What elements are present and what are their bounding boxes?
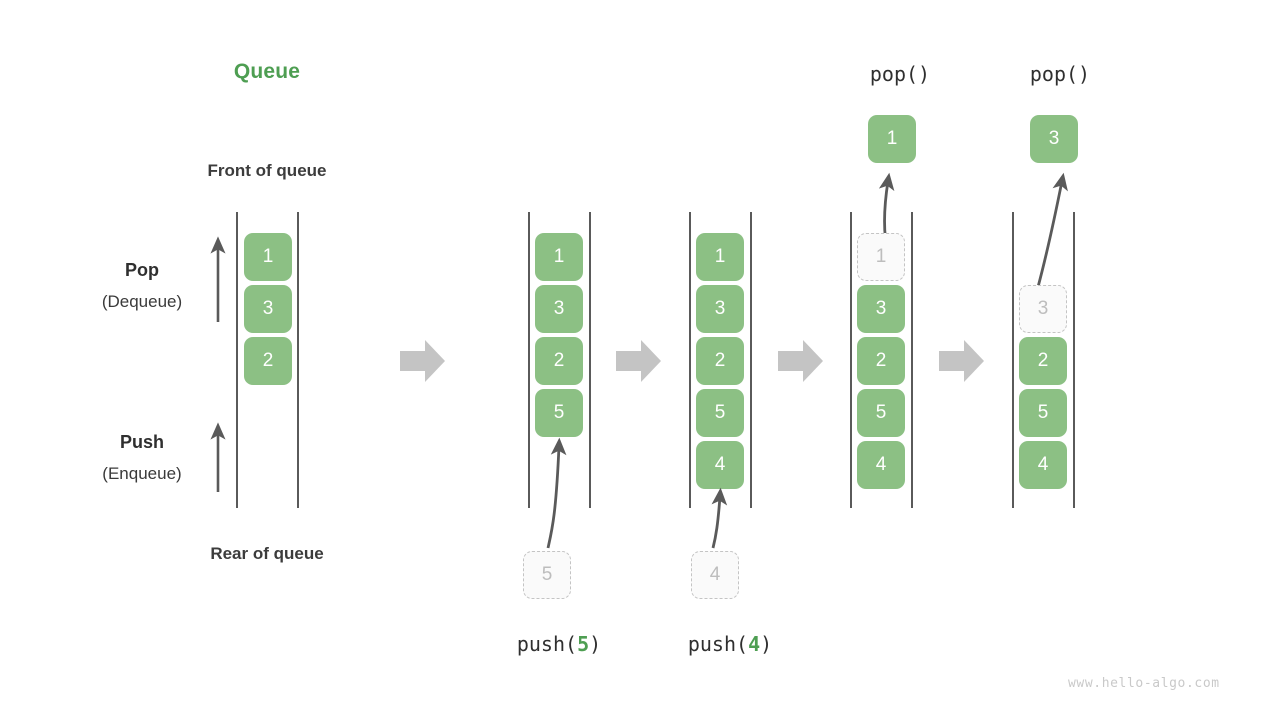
queue-cell: 5 [696, 389, 744, 437]
pop-label: Pop [125, 260, 159, 280]
queue-cell: 4 [1019, 441, 1067, 489]
flow-arrow-3-icon [778, 340, 823, 382]
flow-arrow-2-icon [616, 340, 661, 382]
queue-cell: 5 [535, 389, 583, 437]
push-5-caption: push(5) [516, 632, 602, 656]
page-title: Queue [233, 60, 301, 83]
dequeue-label: (Dequeue) [101, 292, 183, 311]
queue-rail-right [750, 212, 752, 508]
popped-cell: 1 [868, 115, 916, 163]
queue-cell: 1 [535, 233, 583, 281]
push-4-fn: push [687, 632, 737, 656]
watermark: www.hello-algo.com [1068, 676, 1220, 691]
queue-rail-right [297, 212, 299, 508]
queue-cell: 1 [244, 233, 292, 281]
front-of-queue-label: Front of queue [207, 161, 327, 180]
queue-cell: 2 [535, 337, 583, 385]
push-5-arg: 5 [577, 632, 590, 656]
queue-cell: 3 [696, 285, 744, 333]
queue-rail-left [850, 212, 852, 508]
flow-arrow-4-icon [939, 340, 984, 382]
queue-rail-right [589, 212, 591, 508]
queue-cell: 3 [244, 285, 292, 333]
queue-rail-left [689, 212, 691, 508]
queue-cell: 4 [857, 441, 905, 489]
push-label: Push [119, 432, 164, 452]
queue-cell: 3 [1019, 285, 1067, 333]
incoming-ghost-cell: 5 [523, 551, 571, 599]
pop-direction-arrow-icon [210, 236, 226, 322]
queue-cell: 3 [535, 285, 583, 333]
push-5-fn: push [516, 632, 566, 656]
queue-rail-left [528, 212, 530, 508]
queue-cell: 2 [244, 337, 292, 385]
queue-cell: 5 [1019, 389, 1067, 437]
enqueue-label: (Enqueue) [102, 464, 182, 483]
queue-cell: 2 [696, 337, 744, 385]
queue-cell: 4 [696, 441, 744, 489]
pop-motion-arrow-icon [1036, 172, 1068, 288]
push-4-arg: 4 [748, 632, 761, 656]
queue-rail-right [1073, 212, 1075, 508]
flow-arrow-1-icon [400, 340, 445, 382]
queue-rail-left [236, 212, 238, 508]
incoming-ghost-cell: 4 [691, 551, 739, 599]
queue-cell: 2 [1019, 337, 1067, 385]
queue-rail-right [911, 212, 913, 508]
queue-cell: 3 [857, 285, 905, 333]
queue-cell: 5 [857, 389, 905, 437]
pop-3-label: pop() [1029, 62, 1091, 86]
popped-cell: 3 [1030, 115, 1078, 163]
queue-rail-left [1012, 212, 1014, 508]
rear-of-queue-label: Rear of queue [210, 544, 324, 563]
push-motion-arrow-icon [711, 487, 728, 549]
push-motion-arrow-icon [546, 437, 567, 549]
push-direction-arrow-icon [210, 422, 226, 492]
queue-cell: 1 [857, 233, 905, 281]
pop-1-label: pop() [869, 62, 931, 86]
push-4-caption: push(4) [687, 632, 773, 656]
queue-cell: 1 [696, 233, 744, 281]
queue-cell: 2 [857, 337, 905, 385]
